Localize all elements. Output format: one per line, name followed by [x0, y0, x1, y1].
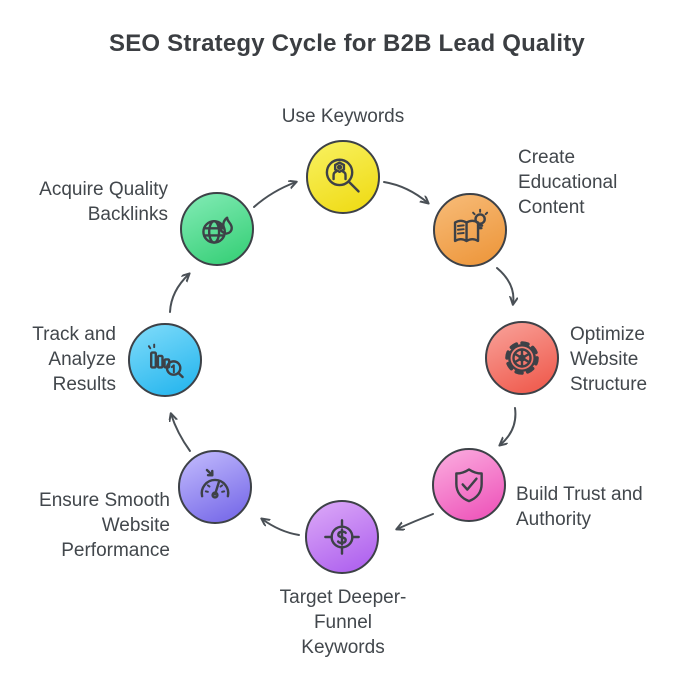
node-circle-ensure-smooth-website-performance [178, 450, 252, 524]
node-use-keywords [306, 140, 380, 214]
label-target-deeper-funnel-keywords: Target Deeper- Funnel Keywords [223, 585, 463, 660]
node-acquire-quality-backlinks [180, 192, 254, 266]
arrow-trust-to-target [397, 513, 434, 529]
node-circle-create-educational-content [433, 193, 507, 267]
arrow-backlinks-to-keywords [253, 182, 296, 208]
arrow-content-to-structure [496, 267, 513, 304]
node-circle-use-keywords [306, 140, 380, 214]
node-target-deeper-funnel-keywords [305, 500, 379, 574]
label-build-trust-and-authority: Build Trust and Authority [516, 482, 691, 532]
label-line: Target Deeper- [279, 587, 407, 608]
label-line: Funnel [313, 612, 373, 633]
bar-chart-magnifier-icon [147, 343, 184, 379]
label-line: Build Trust and [516, 484, 643, 505]
speedometer-icon [200, 468, 230, 499]
label-use-keywords: Use Keywords [243, 104, 443, 129]
label-line: Create [518, 147, 576, 168]
label-line: Analyze [48, 349, 116, 370]
arrow-track-to-backlinks [169, 274, 189, 313]
node-circle-track-and-analyze-results [128, 323, 202, 397]
book-lightbulb-icon [453, 208, 489, 243]
label-line: Content [518, 197, 585, 218]
arrow-structure-to-trust [500, 407, 517, 445]
arrow-keywords-to-content [383, 181, 428, 203]
label-acquire-quality-backlinks: Acquire Quality Backlinks [0, 177, 168, 227]
globe-flame-icon [202, 216, 233, 244]
shield-check-icon [455, 468, 483, 503]
label-line: Use Keywords [281, 106, 405, 127]
node-create-educational-content [433, 193, 507, 267]
label-line: Results [52, 374, 116, 395]
node-circle-acquire-quality-backlinks [180, 192, 254, 266]
label-line: Keywords [301, 637, 385, 658]
gear-icon [505, 341, 539, 375]
keyword-search-icon [325, 158, 360, 193]
node-track-and-analyze-results [128, 323, 202, 397]
label-line: Track and [32, 324, 116, 345]
arrow-performance-to-track [171, 414, 191, 452]
label-ensure-smooth-website-performance: Ensure Smooth Website Performance [0, 488, 170, 563]
label-optimize-website-structure: Optimize Website Structure [570, 322, 690, 397]
label-line: Structure [570, 374, 648, 395]
node-circle-optimize-website-structure [485, 321, 559, 395]
label-line: Website [570, 349, 639, 370]
label-line: Performance [61, 540, 170, 561]
label-line: Ensure Smooth [39, 490, 170, 511]
label-track-and-analyze-results: Track and Analyze Results [0, 322, 116, 397]
label-line: Website [101, 515, 170, 536]
node-build-trust-and-authority [432, 448, 506, 522]
label-line: Educational [518, 172, 618, 193]
label-line: Acquire Quality [39, 179, 168, 200]
label-line: Optimize [570, 324, 645, 345]
node-circle-build-trust-and-authority [432, 448, 506, 522]
node-optimize-website-structure [485, 321, 559, 395]
arrow-target-to-performance [262, 519, 300, 536]
label-line: Authority [516, 509, 591, 530]
page-title: SEO Strategy Cycle for B2B Lead Quality [109, 30, 585, 57]
node-circle-target-deeper-funnel-keywords [305, 500, 379, 574]
label-create-educational-content: Create Educational Content [518, 145, 678, 220]
target-dollar-icon [324, 519, 360, 555]
label-line: Backlinks [87, 204, 168, 225]
node-ensure-smooth-website-performance [178, 450, 252, 524]
